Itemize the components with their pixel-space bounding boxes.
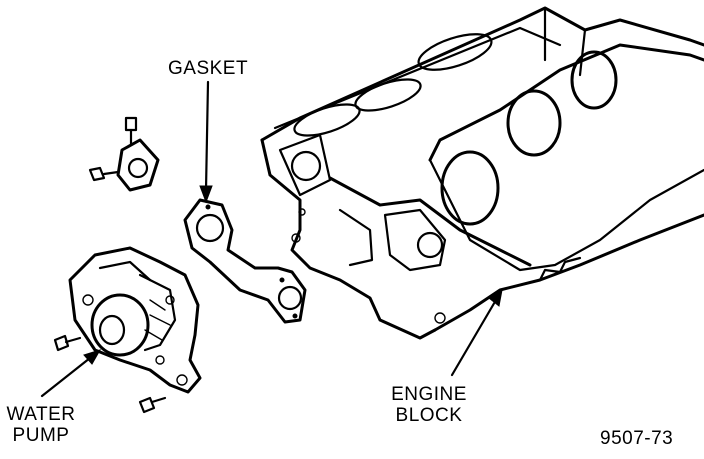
water-pump-leader-arrow: [40, 349, 102, 398]
engine-block-label: ENGINE BLOCK: [388, 384, 470, 426]
cover-plate-drawing: [88, 116, 160, 192]
gasket-leader-arrow: [199, 80, 213, 204]
water-pump-label: WATER PUMP: [4, 404, 78, 446]
water-pump-label-line2: PUMP: [12, 425, 70, 446]
water-pump-label-line1: WATER: [6, 404, 76, 425]
engine-block-label-line2: BLOCK: [395, 405, 463, 426]
gasket-drawing: [183, 198, 307, 324]
engine-block-label-line1: ENGINE: [391, 384, 467, 405]
water-pump-drawing: [53, 246, 202, 414]
engine-block-drawing: [260, 6, 704, 340]
engine-block-leader-arrow: [450, 288, 503, 377]
gasket-label: GASKET: [168, 58, 249, 79]
figure-number: 9507-73: [600, 428, 674, 449]
